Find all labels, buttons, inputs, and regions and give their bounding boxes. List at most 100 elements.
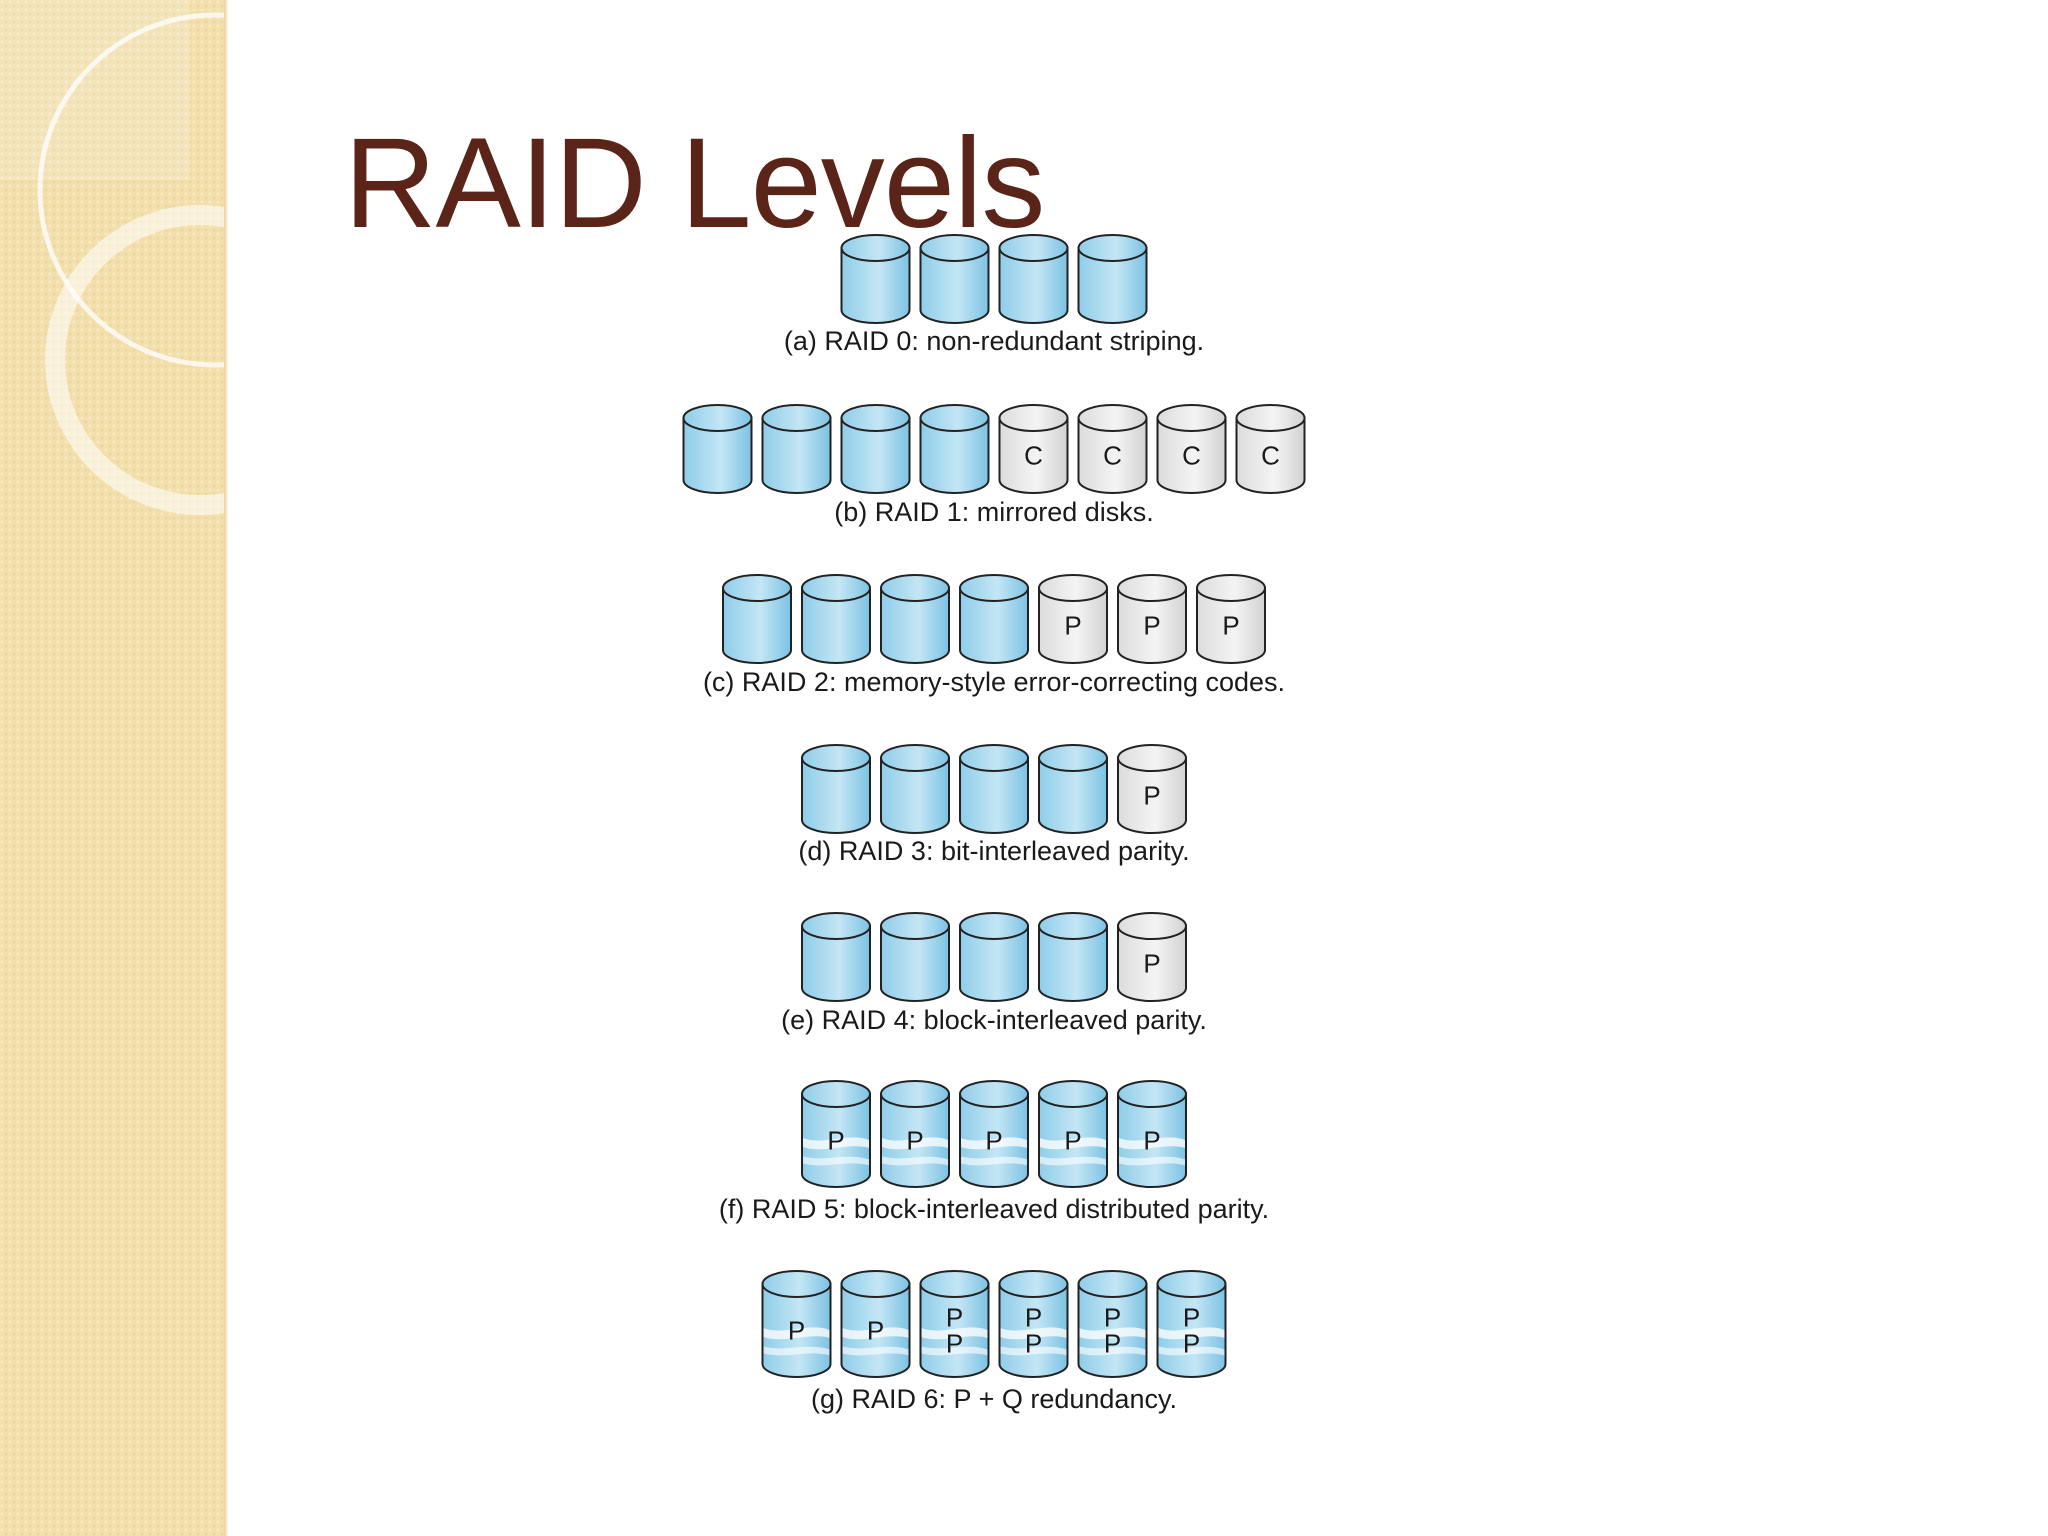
disk-body (722, 587, 792, 664)
disk-body (1117, 925, 1187, 1002)
disk-label: P (1143, 1126, 1160, 1156)
disk-top (998, 404, 1069, 432)
disk-label: P (1064, 1126, 1081, 1156)
disk-top (1156, 1270, 1227, 1298)
disk-label: P (1104, 1303, 1121, 1333)
disk-body (801, 587, 871, 664)
disk-redundant: C (1235, 404, 1306, 494)
level-caption: (e) RAID 4: block-interleaved parity. (781, 1005, 1207, 1035)
disk-redundant: P (1117, 574, 1187, 664)
disk-redundant: C (1077, 404, 1148, 494)
disk-distributed: P (1117, 1080, 1187, 1188)
disk-top (959, 1080, 1029, 1108)
disk-body (1077, 247, 1148, 324)
stripe-band (921, 1346, 988, 1356)
level-caption: (a) RAID 0: non-redundant striping. (784, 326, 1204, 356)
disk-body (840, 417, 911, 494)
disk-body (998, 417, 1069, 494)
sidebar-background (0, 0, 228, 1536)
disk-body (1038, 587, 1108, 664)
disk-body (880, 587, 950, 664)
disk-label: C (1261, 441, 1280, 471)
disk-label: P (1222, 611, 1239, 641)
disk-data (1038, 912, 1108, 1002)
disk-body (1235, 417, 1306, 494)
disk-redundant: P (1117, 912, 1187, 1002)
raid-level-3: P(d) RAID 3: bit-interleaved parity. (798, 744, 1190, 866)
stripe-band (1158, 1327, 1225, 1340)
disk-body (1156, 417, 1227, 494)
disk-label: P (985, 1126, 1002, 1156)
disk-body (1038, 925, 1108, 1002)
disk-label: P (1183, 1303, 1200, 1333)
disk-distributed: P (801, 1080, 871, 1188)
disk-data (880, 744, 950, 834)
disk-top (880, 744, 950, 772)
disk-body (919, 247, 990, 324)
raid-level-4: P(e) RAID 4: block-interleaved parity. (781, 912, 1207, 1035)
stripe-band (961, 1137, 1027, 1150)
disk-label: C (1182, 441, 1201, 471)
disk-data (682, 404, 753, 494)
disk-data (722, 574, 792, 664)
disk-data (1038, 744, 1108, 834)
disk-data (959, 574, 1029, 664)
stripe-band (1079, 1327, 1146, 1340)
disk-data (761, 404, 832, 494)
stripe-band (921, 1327, 988, 1340)
deco-panel (0, 0, 190, 180)
disk-top (722, 574, 792, 602)
disk-top (998, 1270, 1069, 1298)
disk-top (880, 912, 950, 940)
disk-label: C (1103, 441, 1122, 471)
disk-body (959, 757, 1029, 834)
stripe-band (1040, 1137, 1106, 1150)
disk-top (919, 404, 990, 432)
disk-top (880, 574, 950, 602)
disk-top (1196, 574, 1266, 602)
disk-body (1038, 757, 1108, 834)
disk-body (959, 925, 1029, 1002)
disk-body (761, 417, 832, 494)
disk-top (1077, 404, 1148, 432)
stripe-band (1119, 1156, 1185, 1166)
disk-top (1117, 1080, 1187, 1108)
stripe-band (1119, 1137, 1185, 1150)
disk-body (801, 757, 871, 834)
level-caption: (d) RAID 3: bit-interleaved parity. (798, 836, 1189, 866)
disk-top (801, 1080, 871, 1108)
disk-top (1117, 744, 1187, 772)
disk-top (682, 404, 753, 432)
disk-body (959, 587, 1029, 664)
disk-body (1117, 587, 1187, 664)
disk-distributed: P (761, 1270, 832, 1378)
disk-distributed: P (880, 1080, 950, 1188)
disk-top (998, 234, 1069, 262)
disk-data (919, 234, 990, 324)
disk-top (959, 912, 1029, 940)
deco-ring-large (37, 12, 228, 368)
disk-top (761, 404, 832, 432)
disk-distributed: P (840, 1270, 911, 1378)
disk-distributed: PP (1077, 1270, 1148, 1378)
disk-top (801, 744, 871, 772)
disk-label: C (1024, 441, 1043, 471)
stripe-band (1000, 1346, 1067, 1356)
disk-data (880, 912, 950, 1002)
stripe-band (1040, 1156, 1106, 1166)
disk-body (1077, 417, 1148, 494)
disk-body (880, 925, 950, 1002)
disk-top (840, 1270, 911, 1298)
sidebar-edge (224, 0, 228, 1536)
disk-top (959, 574, 1029, 602)
stripe-band (763, 1327, 830, 1340)
disk-data (801, 912, 871, 1002)
stripe-band (803, 1137, 869, 1150)
disk-label: P (946, 1303, 963, 1333)
disk-top (1077, 1270, 1148, 1298)
stripe-band (961, 1156, 1027, 1166)
disk-body (682, 417, 753, 494)
